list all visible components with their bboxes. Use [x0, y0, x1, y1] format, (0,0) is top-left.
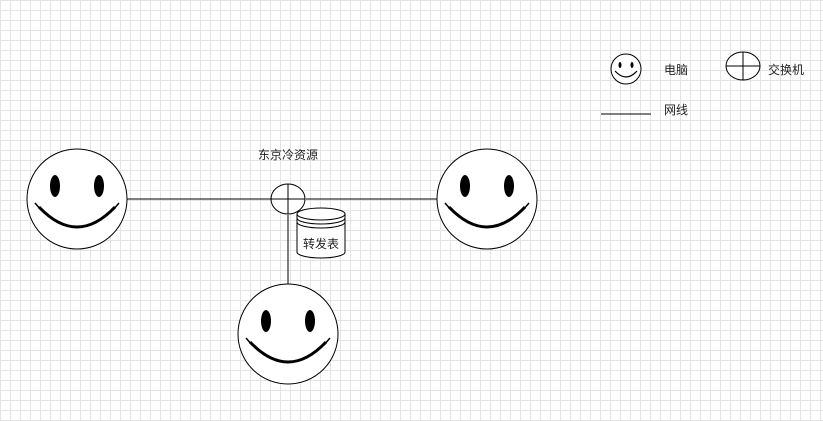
- legend-computer-icon: [610, 53, 642, 85]
- legend-computer-label: 电脑: [664, 63, 689, 77]
- legend-switch-icon: [725, 51, 761, 81]
- switch-node[interactable]: [270, 183, 306, 215]
- computer-bottom[interactable]: [237, 283, 339, 385]
- legend-cable-label: 网线: [664, 103, 689, 117]
- computer-left[interactable]: [26, 148, 128, 250]
- legend-switch-label: 交换机: [768, 63, 805, 77]
- forwarding-table-label: 转发表: [303, 237, 340, 251]
- switch-label: 东京冷资源: [257, 148, 319, 162]
- computer-right[interactable]: [436, 148, 538, 250]
- forwarding-table-cylinder[interactable]: [296, 207, 346, 259]
